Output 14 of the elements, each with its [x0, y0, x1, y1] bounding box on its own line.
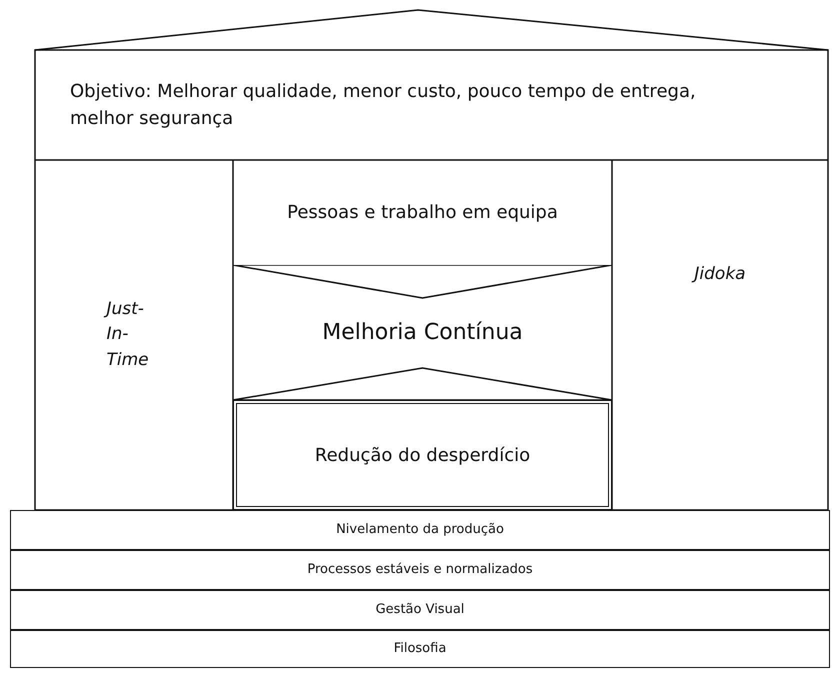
node-label: Processos estáveis e normalizados	[307, 561, 533, 580]
foundation-layer	[10, 590, 830, 630]
node-label: Melhoria Contínua	[322, 319, 523, 347]
node-label: Filosofia	[394, 640, 446, 658]
node-label: Redução do desperdício	[314, 444, 530, 468]
node-label: Objetivo: Melhorar qualidade, menor custo, pouco tempo de entrega, melhor segurança	[70, 80, 697, 131]
foundation-layer	[10, 630, 830, 668]
foundation-layer	[10, 550, 830, 590]
node-label: Jidoka	[694, 262, 746, 288]
node-label: Nivelamento da produção	[336, 521, 504, 540]
node-label: Gestão Visual	[376, 601, 464, 620]
pillar-panel	[233, 400, 612, 510]
node-label: Pessoas e trabalho em equipa	[287, 201, 558, 225]
foundation-layer	[10, 510, 830, 550]
